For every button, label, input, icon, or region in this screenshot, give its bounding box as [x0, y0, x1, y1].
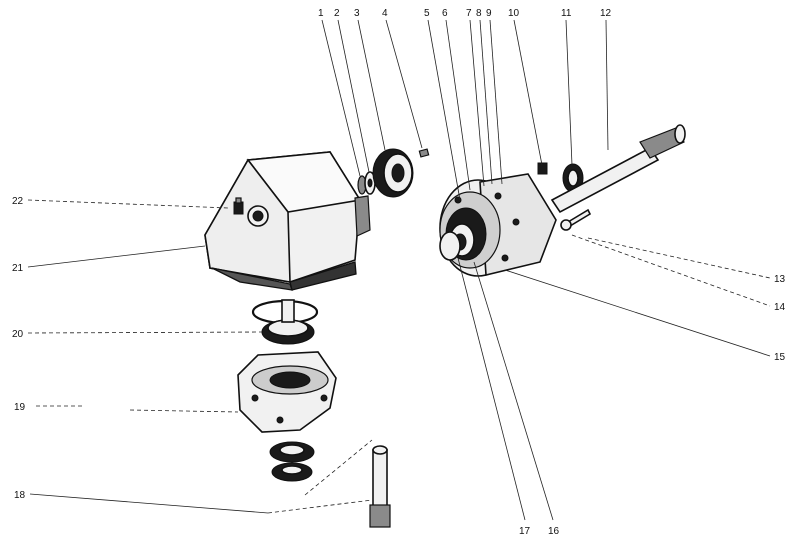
- callout-1: 1: [318, 8, 324, 19]
- callout-7: 7: [466, 8, 472, 19]
- housing-boss: [247, 205, 269, 227]
- grease-nipple-10: [537, 162, 548, 175]
- callout-5: 5: [424, 8, 430, 19]
- callout-16: 16: [548, 526, 560, 537]
- bevel-gear-3: [372, 148, 414, 198]
- callout-10: 10: [508, 8, 520, 19]
- callout-22: 22: [12, 196, 24, 207]
- callout-4: 4: [382, 8, 388, 19]
- input-shaft-18: [369, 445, 391, 528]
- callout-20: 20: [12, 329, 24, 340]
- callout-11: 11: [561, 8, 572, 19]
- lower-bearing: [269, 441, 315, 482]
- washer-14: [560, 219, 572, 231]
- gearbox-housing: [204, 151, 371, 291]
- lower-flange-housing-19: [237, 351, 337, 433]
- grease-nipple-22: [233, 197, 244, 215]
- callout-15: 15: [774, 352, 786, 363]
- seal-ring-17: [439, 231, 461, 261]
- leader-lines: [27, 19, 771, 521]
- washer-2: [364, 171, 376, 195]
- callout-18: 18: [14, 490, 26, 501]
- callout-13: 13: [774, 274, 786, 285]
- callout-14: 14: [774, 302, 786, 313]
- callout-17: 17: [519, 526, 531, 537]
- key-4: [418, 148, 430, 158]
- callout-12: 12: [600, 8, 612, 19]
- bearing-housing: [439, 173, 557, 277]
- callout-labels: 1 2 3 4 5 6 7 8 9 10 11 12 13 14 15 16 1…: [12, 8, 786, 537]
- output-shaft-12: [550, 124, 686, 214]
- callout-9: 9: [486, 8, 492, 19]
- callout-2: 2: [334, 8, 340, 19]
- pinion-gear-20: [261, 299, 315, 345]
- callout-3: 3: [354, 8, 360, 19]
- callout-6: 6: [442, 8, 448, 19]
- callout-8: 8: [476, 8, 482, 19]
- callout-21: 21: [12, 263, 24, 274]
- callout-19: 19: [14, 402, 26, 413]
- bearing-11: [562, 163, 584, 193]
